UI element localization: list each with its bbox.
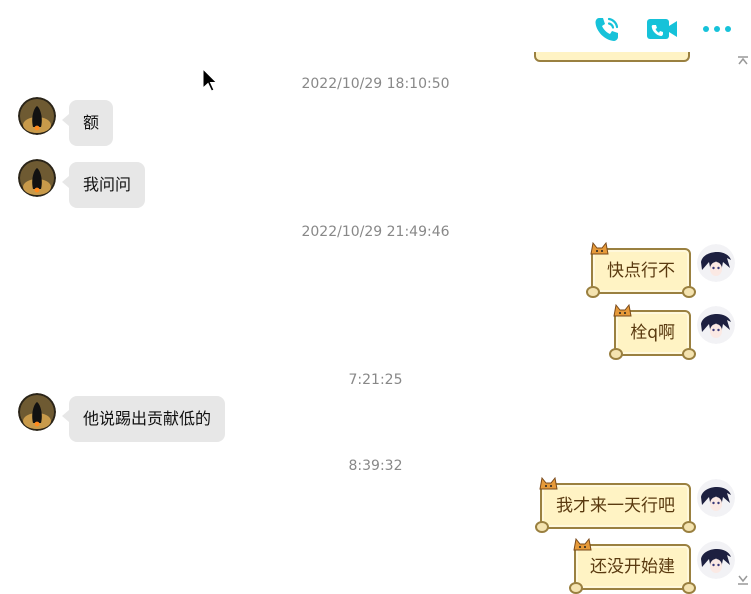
mouse-cursor-icon <box>202 68 218 92</box>
chevron-up-icon[interactable] <box>736 54 750 66</box>
message-text: 还没开始建 <box>590 557 675 577</box>
message-bubble[interactable]: 栓q啊 <box>609 303 696 360</box>
message-text: 快点行不 <box>607 261 675 281</box>
penguin-avatar-icon <box>18 159 56 197</box>
penguin-avatar-icon <box>18 393 56 431</box>
timestamp: 7:21:25 <box>348 372 403 388</box>
cat-sticker-icon <box>590 241 609 255</box>
more-options-button[interactable] <box>700 12 734 46</box>
more-options-icon <box>703 26 731 32</box>
anime-avatar-icon <box>697 306 735 344</box>
penguin-avatar-icon <box>18 97 56 135</box>
cat-sticker-icon <box>573 537 592 551</box>
avatar[interactable] <box>697 244 735 282</box>
message-text: 栓q啊 <box>630 323 675 343</box>
message-bubble[interactable]: 还没开始建 <box>569 537 696 594</box>
avatar[interactable] <box>697 541 735 579</box>
message-bubble[interactable]: 快点行不 <box>586 241 696 298</box>
message-text: 我才来一天行吧 <box>556 496 675 516</box>
video-call-icon <box>647 19 677 39</box>
video-call-button[interactable] <box>645 12 679 46</box>
timestamp: 8:39:32 <box>348 458 403 474</box>
message-bubble[interactable]: 额 <box>61 100 114 146</box>
avatar[interactable] <box>18 393 56 431</box>
avatar[interactable] <box>697 479 735 517</box>
chevron-down-icon[interactable] <box>736 574 750 586</box>
chat-toolbar <box>0 0 751 52</box>
timestamp: 2022/10/29 18:10:50 <box>301 76 450 92</box>
anime-avatar-icon <box>697 244 735 282</box>
avatar[interactable] <box>18 97 56 135</box>
message-bubble[interactable]: 我问问 <box>61 162 146 208</box>
avatar[interactable] <box>697 306 735 344</box>
anime-avatar-icon <box>697 479 735 517</box>
avatar[interactable] <box>18 159 56 197</box>
timestamp: 2022/10/29 21:49:46 <box>301 224 450 240</box>
message-bubble[interactable]: 他说踢出贡献低的 <box>61 396 226 442</box>
cat-sticker-icon <box>613 303 632 317</box>
anime-avatar-icon <box>697 541 735 579</box>
cat-sticker-icon <box>539 476 558 490</box>
message-bubble[interactable]: 我才来一天行吧 <box>535 476 696 533</box>
phone-call-icon <box>595 17 619 41</box>
phone-call-button[interactable] <box>590 12 624 46</box>
